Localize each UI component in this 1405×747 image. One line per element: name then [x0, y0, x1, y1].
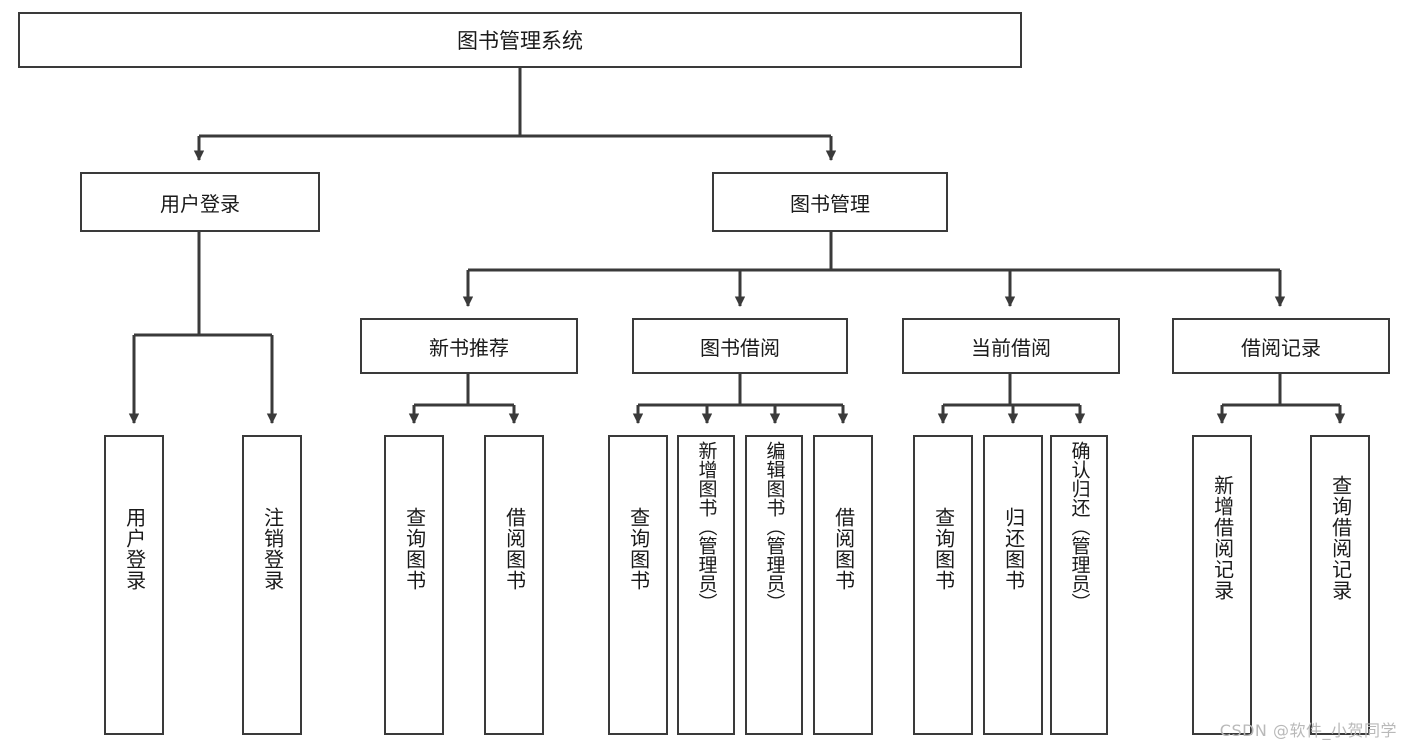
- node-book-management[interactable]: 图书管理: [712, 172, 948, 232]
- leaf-edit-book-admin[interactable]: 编辑图书（管理员）: [745, 435, 803, 735]
- node-label: 新增图书（管理员）: [695, 441, 718, 612]
- node-label: 查询借阅记录: [1328, 475, 1353, 601]
- node-label: 借阅图书: [831, 507, 856, 591]
- node-borrow-record[interactable]: 借阅记录: [1172, 318, 1390, 374]
- node-book-borrow[interactable]: 图书借阅: [632, 318, 848, 374]
- csdn-watermark: CSDN @软件_小贺同学: [1219, 721, 1397, 740]
- node-label: 查询图书: [931, 507, 956, 591]
- node-label: 归还图书: [1001, 507, 1026, 591]
- leaf-borrow-book-recommend[interactable]: 借阅图书: [484, 435, 544, 735]
- leaf-query-book-current[interactable]: 查询图书: [913, 435, 973, 735]
- node-label: 注销登录: [260, 507, 285, 591]
- node-label: 新增借阅记录: [1210, 475, 1235, 601]
- leaf-query-book-recommend[interactable]: 查询图书: [384, 435, 444, 735]
- node-label: 借阅图书: [502, 507, 527, 591]
- node-label: 编辑图书（管理员）: [763, 441, 786, 612]
- node-label: 用户登录: [160, 191, 240, 216]
- leaf-confirm-return-admin[interactable]: 确认归还（管理员）: [1050, 435, 1108, 735]
- leaf-return-book[interactable]: 归还图书: [983, 435, 1043, 735]
- node-label: 用户登录: [122, 507, 147, 591]
- leaf-borrow-book[interactable]: 借阅图书: [813, 435, 873, 735]
- node-current-borrow[interactable]: 当前借阅: [902, 318, 1120, 374]
- leaf-user-logout[interactable]: 注销登录: [242, 435, 302, 735]
- leaf-add-book-admin[interactable]: 新增图书（管理员）: [677, 435, 735, 735]
- node-label: 图书管理: [790, 191, 870, 216]
- leaf-user-login[interactable]: 用户登录: [104, 435, 164, 735]
- node-new-book-recommend[interactable]: 新书推荐: [360, 318, 578, 374]
- node-label: 当前借阅: [971, 335, 1051, 360]
- node-user-login[interactable]: 用户登录: [80, 172, 320, 232]
- node-label: 图书管理系统: [457, 29, 583, 53]
- leaf-query-borrow-record[interactable]: 查询借阅记录: [1310, 435, 1370, 735]
- node-root-book-management-system[interactable]: 图书管理系统: [18, 12, 1022, 68]
- node-label: 查询图书: [626, 507, 651, 591]
- node-label: 借阅记录: [1241, 335, 1321, 360]
- node-label: 图书借阅: [700, 335, 780, 360]
- node-label: 新书推荐: [429, 335, 509, 360]
- node-label: 查询图书: [402, 507, 427, 591]
- leaf-add-borrow-record[interactable]: 新增借阅记录: [1192, 435, 1252, 735]
- leaf-query-book-borrow[interactable]: 查询图书: [608, 435, 668, 735]
- node-label: 确认归还（管理员）: [1068, 441, 1091, 612]
